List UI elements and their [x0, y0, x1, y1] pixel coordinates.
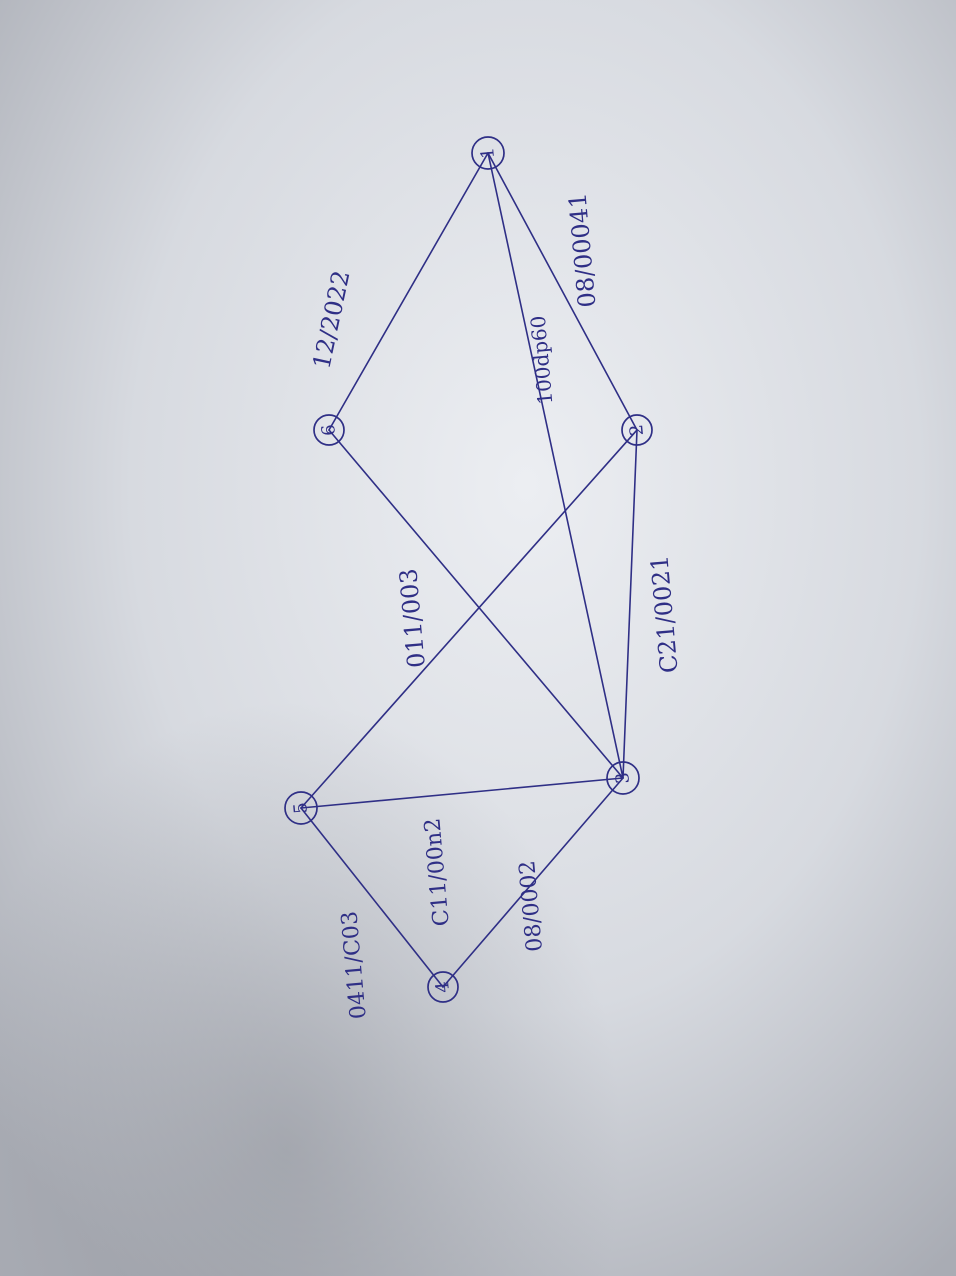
- node-2: 2: [621, 414, 653, 446]
- node-6: 6: [313, 414, 345, 446]
- node-label-4: 4: [432, 980, 454, 993]
- node-3: 3: [606, 761, 640, 795]
- node-circle-5: [284, 791, 318, 825]
- node-5: 5: [284, 791, 318, 825]
- node-label-1: 1: [477, 146, 499, 159]
- node-label-2: 2: [626, 423, 648, 436]
- node-4: 4: [427, 971, 459, 1003]
- node-circle-6: [313, 414, 345, 446]
- node-1: 1: [471, 136, 505, 170]
- edge-2-5: [300, 429, 638, 809]
- edge-1-6: [328, 152, 489, 431]
- edge-5-4: [300, 807, 444, 988]
- edge-2-3: [622, 429, 638, 779]
- edge-5-3: [300, 777, 624, 809]
- node-circle-2: [621, 414, 653, 446]
- edge-1-2: [487, 152, 638, 431]
- edge-6-3: [328, 429, 624, 779]
- node-label-3: 3: [612, 771, 634, 784]
- node-circle-3: [606, 761, 640, 795]
- node-circle-1: [471, 136, 505, 170]
- edge-4-3: [442, 777, 624, 988]
- node-circle-4: [427, 971, 459, 1003]
- edge-1-3: [487, 152, 624, 779]
- node-label-6: 6: [318, 423, 340, 436]
- node-label-5: 5: [290, 801, 312, 814]
